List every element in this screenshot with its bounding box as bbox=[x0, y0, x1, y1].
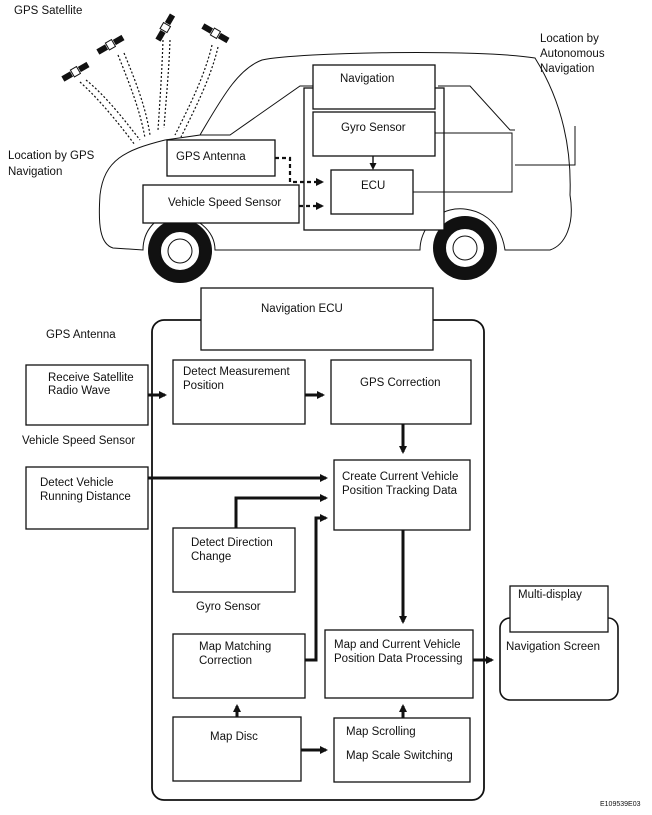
map-disc-label: Map Disc bbox=[210, 731, 258, 743]
create-tracking-box bbox=[333, 459, 471, 531]
navigation-box bbox=[312, 64, 436, 110]
location-gps-label-1: Location by GPS bbox=[8, 150, 95, 162]
map-disc-box bbox=[172, 716, 302, 782]
ecu-box bbox=[330, 169, 414, 215]
map-matching-label-1: Map Matching bbox=[199, 641, 271, 653]
multi-display-label: Multi-display bbox=[518, 589, 582, 601]
satellite-icon bbox=[96, 34, 125, 55]
gyro-sensor-heading: Gyro Sensor bbox=[196, 601, 261, 613]
map-scale-label: Map Scale Switching bbox=[346, 750, 453, 762]
receive-satellite-label-2: Radio Wave bbox=[48, 385, 110, 397]
detect-vehicle-running-label-1: Detect Vehicle bbox=[40, 477, 114, 489]
gps-correction-box bbox=[330, 359, 472, 425]
satellite-icon bbox=[155, 13, 176, 42]
radio-waves bbox=[79, 39, 219, 146]
ecu-label: ECU bbox=[361, 180, 385, 192]
location-autonomous-label-1: Location by bbox=[540, 33, 599, 45]
direction-to-create-arrow bbox=[234, 494, 328, 528]
map-scrolling-label: Map Scrolling bbox=[346, 726, 416, 738]
detect-vehicle-running-label-2: Running Distance bbox=[40, 491, 131, 503]
rear-wheel-icon bbox=[433, 216, 497, 280]
map-matching-box bbox=[172, 633, 306, 699]
navigation-label: Navigation bbox=[340, 73, 394, 85]
gyro-ecu-wire bbox=[413, 132, 513, 193]
detect-measurement-label-2: Position bbox=[183, 380, 224, 392]
vehicle-speed-sensor-label: Vehicle Speed Sensor bbox=[168, 197, 281, 209]
satellite-icons bbox=[61, 13, 230, 82]
gps-antenna-to-ecu-arrow bbox=[275, 156, 324, 186]
gps-antenna-heading: GPS Antenna bbox=[46, 329, 116, 341]
receive-satellite-box bbox=[25, 364, 149, 426]
map-scrolling-box bbox=[333, 717, 471, 783]
vehicle-speed-sensor-heading: Vehicle Speed Sensor bbox=[22, 435, 135, 447]
gyro-sensor-label: Gyro Sensor bbox=[341, 122, 406, 134]
map-processing-box bbox=[324, 629, 474, 699]
detect-measurement-label-1: Detect Measurement bbox=[183, 366, 291, 378]
navigation-ecu-box bbox=[200, 287, 434, 351]
detect-vehicle-running-box bbox=[25, 466, 149, 530]
map-matching-to-create-arrow bbox=[305, 514, 328, 662]
satellite-icon bbox=[61, 61, 90, 82]
detect-direction-box bbox=[172, 527, 296, 593]
location-gps-label-2: Navigation bbox=[8, 166, 62, 178]
detect-direction-label-1: Detect Direction bbox=[191, 537, 273, 549]
navigation-screen-label: Navigation Screen bbox=[506, 641, 600, 653]
receive-satellite-label-1: Receive Satellite bbox=[48, 372, 134, 384]
figure-code: E109539E03 bbox=[600, 801, 641, 808]
gyro-sensor-box bbox=[312, 111, 436, 157]
gps-satellite-label: GPS Satellite bbox=[14, 5, 82, 17]
satellite-icon bbox=[201, 23, 230, 44]
navigation-ecu-label: Navigation ECU bbox=[261, 303, 343, 315]
vehicle-speed-sensor-box bbox=[142, 184, 300, 224]
front-wheel-icon bbox=[148, 219, 212, 283]
map-processing-label-2: Position Data Processing bbox=[334, 653, 462, 665]
create-tracking-label-1: Create Current Vehicle bbox=[342, 471, 458, 483]
detect-measurement-box bbox=[172, 359, 306, 425]
location-autonomous-label-3: Navigation bbox=[540, 63, 594, 75]
gps-correction-label: GPS Correction bbox=[360, 377, 441, 389]
detect-direction-label-2: Change bbox=[191, 551, 231, 563]
car-illustration bbox=[98, 51, 576, 283]
gps-antenna-label: GPS Antenna bbox=[176, 151, 246, 163]
map-matching-label-2: Correction bbox=[199, 655, 252, 667]
create-tracking-label-2: Position Tracking Data bbox=[342, 485, 458, 497]
location-autonomous-label-2: Autonomous bbox=[540, 48, 605, 60]
map-processing-label-1: Map and Current Vehicle bbox=[334, 639, 461, 651]
multi-display-box bbox=[509, 585, 609, 633]
